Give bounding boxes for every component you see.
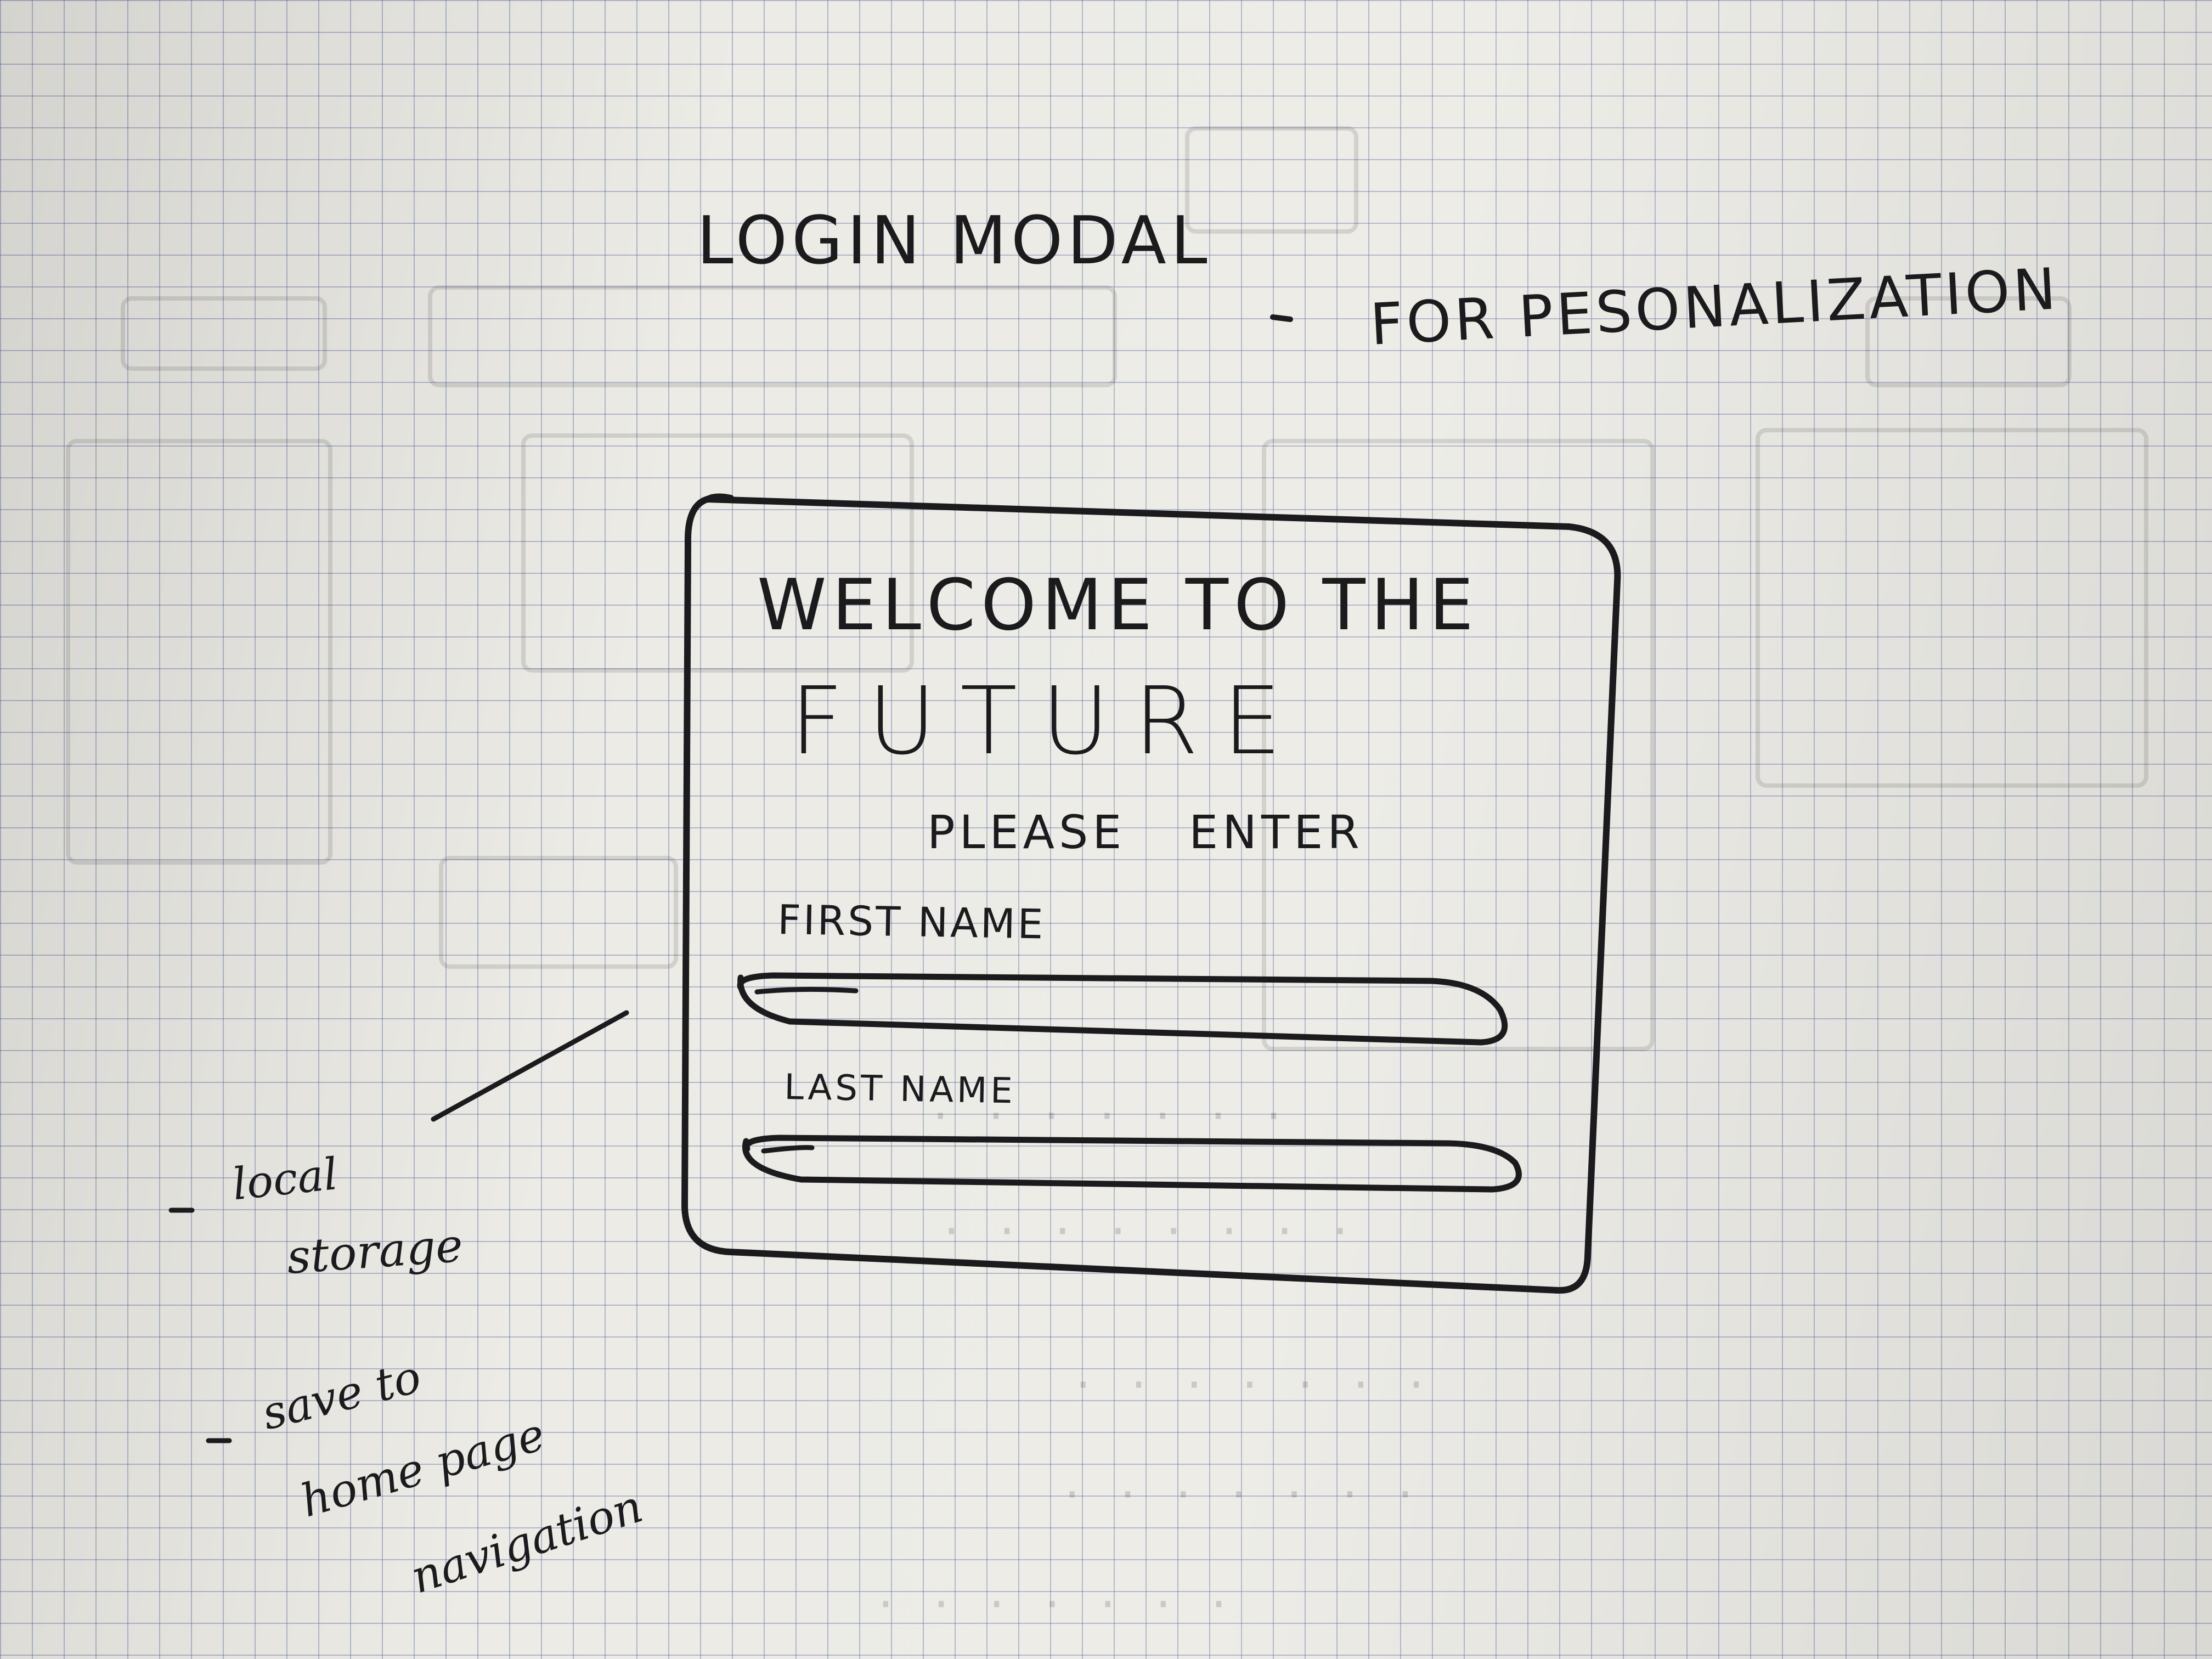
last-name-input[interactable] xyxy=(747,1139,1515,1181)
annotation-local-storage-line1: local xyxy=(230,1148,340,1210)
bleed-through-box xyxy=(1262,439,1655,1051)
annotation-pointer-line xyxy=(431,1010,629,1122)
bleed-through-box xyxy=(1756,428,2148,788)
bleed-through-text: · · · · · · · xyxy=(1064,1466,1425,1523)
modal-outline xyxy=(681,493,1621,1294)
bleed-through-text: · · · · · · · xyxy=(878,1576,1239,1633)
annotation-local-storage-line2: storage xyxy=(285,1218,465,1284)
first-name-input[interactable] xyxy=(741,978,1498,1022)
bleed-through-box xyxy=(439,856,678,969)
modal-heading-line2: FUTURE xyxy=(790,667,1306,776)
bleed-through-box xyxy=(521,433,914,673)
last-name-field-outline xyxy=(742,1135,1522,1193)
last-name-label: LAST NAME xyxy=(783,1067,1017,1112)
first-name-field-inner-stroke xyxy=(754,986,859,995)
bleed-through-box xyxy=(428,285,1117,387)
page-title: LOGIN MODAL xyxy=(697,203,1212,279)
bleed-through-box xyxy=(66,439,332,865)
modal-heading-line1: WELCOME TO THE xyxy=(757,565,1479,646)
bleed-through-text: · · · · · · · · xyxy=(944,1203,1361,1260)
bleed-through-box xyxy=(1865,296,2072,387)
bleed-through-box xyxy=(121,296,327,371)
bleed-through-text: · · · · · · · xyxy=(933,1087,1294,1145)
first-name-label: FIRST NAME xyxy=(777,896,1046,949)
bleed-through-box xyxy=(1185,126,1358,234)
modal-prompt: PLEASE ENTER xyxy=(927,805,1364,859)
last-name-field-inner-stroke xyxy=(761,1145,815,1154)
header-dash xyxy=(1270,314,1293,322)
bleed-through-text: · · · · · · · xyxy=(1075,1356,1436,1414)
first-name-field-outline xyxy=(737,972,1508,1046)
